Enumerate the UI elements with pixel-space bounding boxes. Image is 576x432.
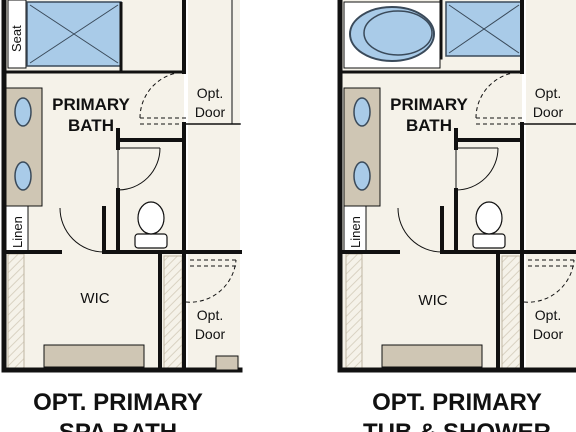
wic-shelf-left: [7, 253, 25, 369]
sink-2: [14, 161, 32, 191]
plan-tub-shower: Linen: [337, 0, 576, 432]
room-label-line1: PRIMARY: [52, 95, 130, 114]
opt-door-lower-line1-2: Opt.: [535, 307, 561, 323]
opt-door-lower-line1: Opt.: [197, 307, 223, 323]
seat-area: [7, 0, 27, 69]
wic-label-2: WIC: [418, 292, 447, 309]
plan-title-line1-2: OPT. PRIMARY: [372, 389, 542, 416]
sink-1: [14, 97, 32, 127]
opt-door-upper-line1-2: Opt.: [535, 85, 561, 101]
right-hall-floor-2: [526, 0, 576, 370]
opt-door-lower-line2: Door: [195, 326, 226, 342]
wic-shelf-right: [163, 255, 183, 369]
opt-door-upper-line2: Door: [195, 104, 226, 120]
walls-right: [337, 0, 576, 373]
toilet: [134, 201, 168, 249]
opt-door-lower-line2-2: Door: [533, 326, 564, 342]
right-hall-floor: [188, 0, 240, 370]
opt-door-lower: [185, 259, 238, 303]
wic-label: WIC: [80, 290, 109, 307]
opt-door-upper-line2-2: Door: [533, 104, 564, 120]
room-label-line2: BATH: [68, 116, 114, 135]
toilet-2: [472, 201, 506, 249]
door-swing-wc-2: [455, 147, 499, 191]
wic-shelf-left-2: [345, 253, 363, 369]
wic-shelf-bottom-2: [381, 344, 483, 368]
wall-stub: [215, 355, 239, 371]
plan-title-line2-2: TUB & SHOWER: [363, 419, 551, 432]
seat-label: Seat: [9, 25, 24, 52]
plan-title-line1: OPT. PRIMARY: [33, 389, 203, 416]
plan-spa-bath: Seat Linen: [1, 0, 243, 432]
opt-door-upper-line1: Opt.: [197, 85, 223, 101]
linen-label: Linen: [10, 216, 25, 248]
room-label-line2-2: BATH: [406, 116, 452, 135]
opt-door-lower-2: [523, 259, 576, 303]
walls-left: [1, 0, 243, 373]
wic-shelf-bottom: [43, 344, 145, 368]
wic-shelf-right-2: [501, 255, 521, 369]
room-label-line1-2: PRIMARY: [390, 95, 468, 114]
door-swing-wc: [117, 147, 161, 191]
linen-label-2: Linen: [348, 216, 363, 248]
sink-4: [353, 161, 371, 191]
plan-title-line2: SPA BATH: [59, 419, 177, 432]
sink-3: [353, 97, 371, 127]
